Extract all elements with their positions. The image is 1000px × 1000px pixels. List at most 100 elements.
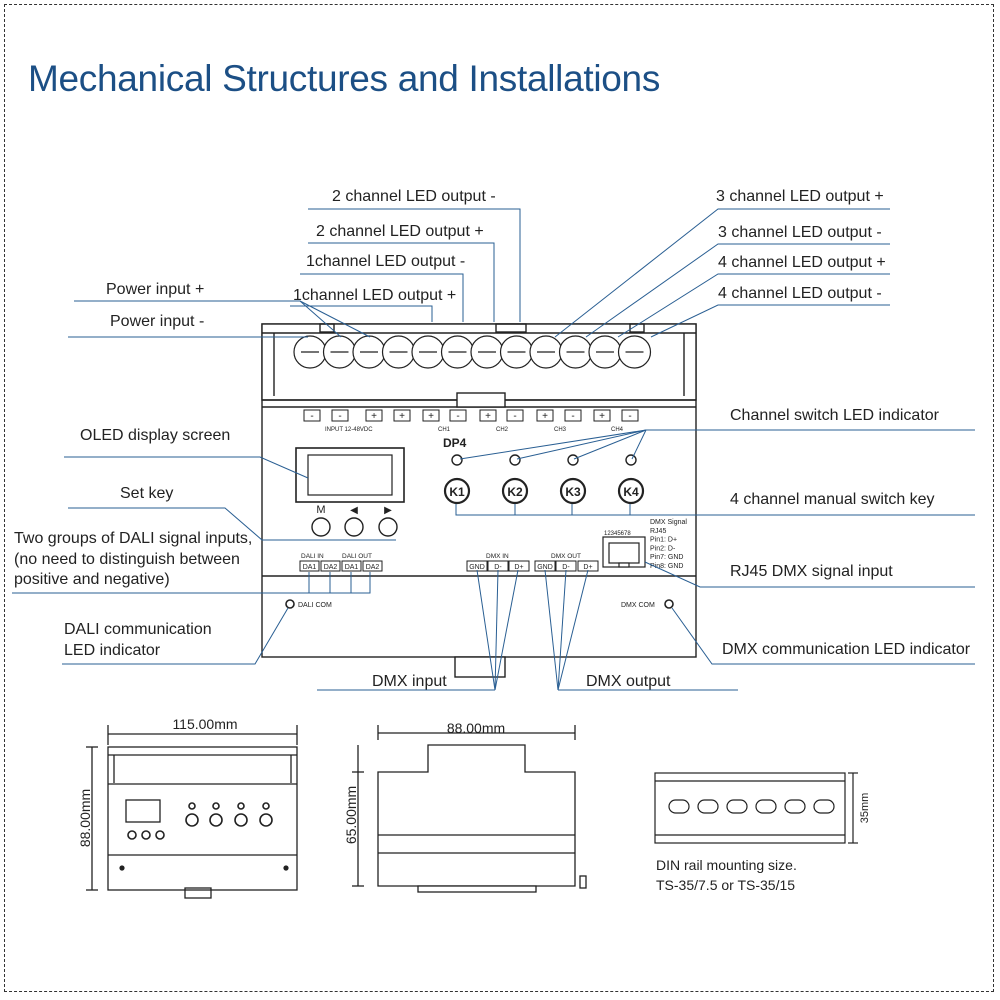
channel-key-label: K4 [623, 485, 639, 499]
set-key-left-label: ◀ [350, 505, 358, 516]
set-key-m-label: M [316, 504, 325, 516]
dmx-pin-label: D+ [583, 564, 592, 571]
front-led [212, 802, 220, 810]
terminal-sign: - [310, 411, 313, 422]
terminal-box [564, 409, 582, 422]
terminal-box [479, 409, 497, 422]
terminal-box [393, 409, 411, 422]
dali-pin-label: DA2 [366, 564, 380, 571]
terminal-box [365, 409, 383, 422]
side-width-label: 88.00mm [447, 720, 505, 736]
callout-channel-led: Channel switch LED indicator [730, 407, 939, 424]
terminal-box [422, 409, 440, 422]
callout-dali-inputs-line3: positive and negative) [14, 571, 170, 588]
dali-com-led [285, 599, 295, 609]
terminal-sign: - [456, 411, 459, 422]
callout-ch2-positive: 2 channel LED output + [316, 223, 484, 240]
channel-key[interactable] [443, 477, 471, 505]
channel-led [567, 454, 579, 466]
set-keys [311, 517, 398, 537]
rj45-info-line: Pin1: D+ [650, 537, 677, 544]
front-set-key [155, 830, 165, 840]
callout-ch3-positive: 3 channel LED output + [716, 188, 884, 205]
callout-set-key: Set key [120, 485, 174, 502]
terminal-box [331, 409, 349, 422]
rj45-info-line: Pin2: D- [650, 545, 676, 552]
front-screw [119, 865, 125, 871]
channel-key[interactable] [501, 477, 529, 505]
callout-dali-led-line2: LED indicator [64, 642, 161, 659]
dali-com-label: DALI COM [298, 602, 332, 609]
front-key [209, 813, 223, 827]
model-label: DP4 [443, 436, 467, 450]
terminal-sign: - [571, 411, 574, 422]
dmx-pin-label: D+ [514, 564, 523, 571]
rail-slot [813, 799, 835, 814]
dali-pin-box [299, 560, 320, 572]
rj45-pin-numbers: 12345678 [604, 531, 631, 537]
callout-power-positive: Power input + [106, 281, 205, 298]
dali-out-label: DALI OUT [342, 553, 372, 560]
leader-lines [12, 208, 975, 691]
callout-dali-led-line1: DALI communication [64, 621, 212, 638]
dmx-com-led [664, 599, 674, 609]
front-key [234, 813, 248, 827]
set-key-right[interactable] [378, 517, 398, 537]
channel-led [509, 454, 521, 466]
channel-key[interactable] [617, 477, 645, 505]
dmx-pin-label: D- [494, 564, 502, 571]
callout-ch3-negative: 3 channel LED output - [718, 224, 882, 241]
dali-pin-box [341, 560, 362, 572]
terminal-sign: - [513, 411, 516, 422]
rail-height-label: 35mm [859, 793, 871, 824]
terminal-sign: + [542, 411, 548, 422]
front-view-knobs [119, 802, 289, 871]
channel-label: CH3 [554, 427, 567, 433]
page-title: Mechanical Structures and Installations [28, 58, 661, 99]
terminal-box [536, 409, 554, 422]
dmx-out-label: DMX OUT [551, 553, 581, 560]
din-note-line1: DIN rail mounting size. [656, 857, 797, 873]
side-height-label: 65.00mm [343, 786, 359, 844]
din-rail-slots [668, 799, 835, 814]
terminal-sign: - [628, 411, 631, 422]
terminal-box [303, 409, 321, 422]
channel-led [451, 454, 463, 466]
callout-oled: OLED display screen [80, 427, 231, 444]
channel-key[interactable] [559, 477, 587, 505]
callout-dmx-led: DMX communication LED indicator [722, 641, 971, 658]
callout-ch4-negative: 4 channel LED output - [718, 285, 882, 302]
rail-slot [726, 799, 748, 814]
callout-ch2-negative: 2 channel LED output - [332, 188, 496, 205]
front-set-key [127, 830, 137, 840]
rj45-port [602, 536, 646, 568]
dashed-frame [4, 4, 994, 992]
set-key-m[interactable] [311, 517, 331, 537]
terminal-sign: + [485, 411, 491, 422]
dali-pin-label: DA2 [324, 564, 338, 571]
callout-manual-key: 4 channel manual switch key [730, 491, 935, 508]
channel-led [625, 454, 637, 466]
dali-pin-label: DA1 [303, 564, 317, 571]
terminal-sign: + [599, 411, 605, 422]
terminal-screws [293, 335, 652, 369]
front-led [188, 802, 196, 810]
channel-key-label: K3 [565, 485, 581, 499]
rail-slot [697, 799, 719, 814]
channel-key-label: K2 [507, 485, 523, 499]
terminal-sign: + [371, 411, 377, 422]
callout-ch4-positive: 4 channel LED output + [718, 254, 886, 271]
terminal-sign: - [338, 411, 341, 422]
dmx-pin-box [508, 560, 530, 572]
callout-dali-inputs-line1: Two groups of DALI signal inputs, [14, 530, 253, 547]
terminal-box [621, 409, 639, 422]
set-key-left[interactable] [344, 517, 364, 537]
terminal-markings: --+++-+-+-+- [303, 409, 639, 422]
front-key [185, 813, 199, 827]
front-width-label: 115.00mm [172, 716, 237, 732]
callout-power-negative: Power input - [110, 313, 205, 330]
